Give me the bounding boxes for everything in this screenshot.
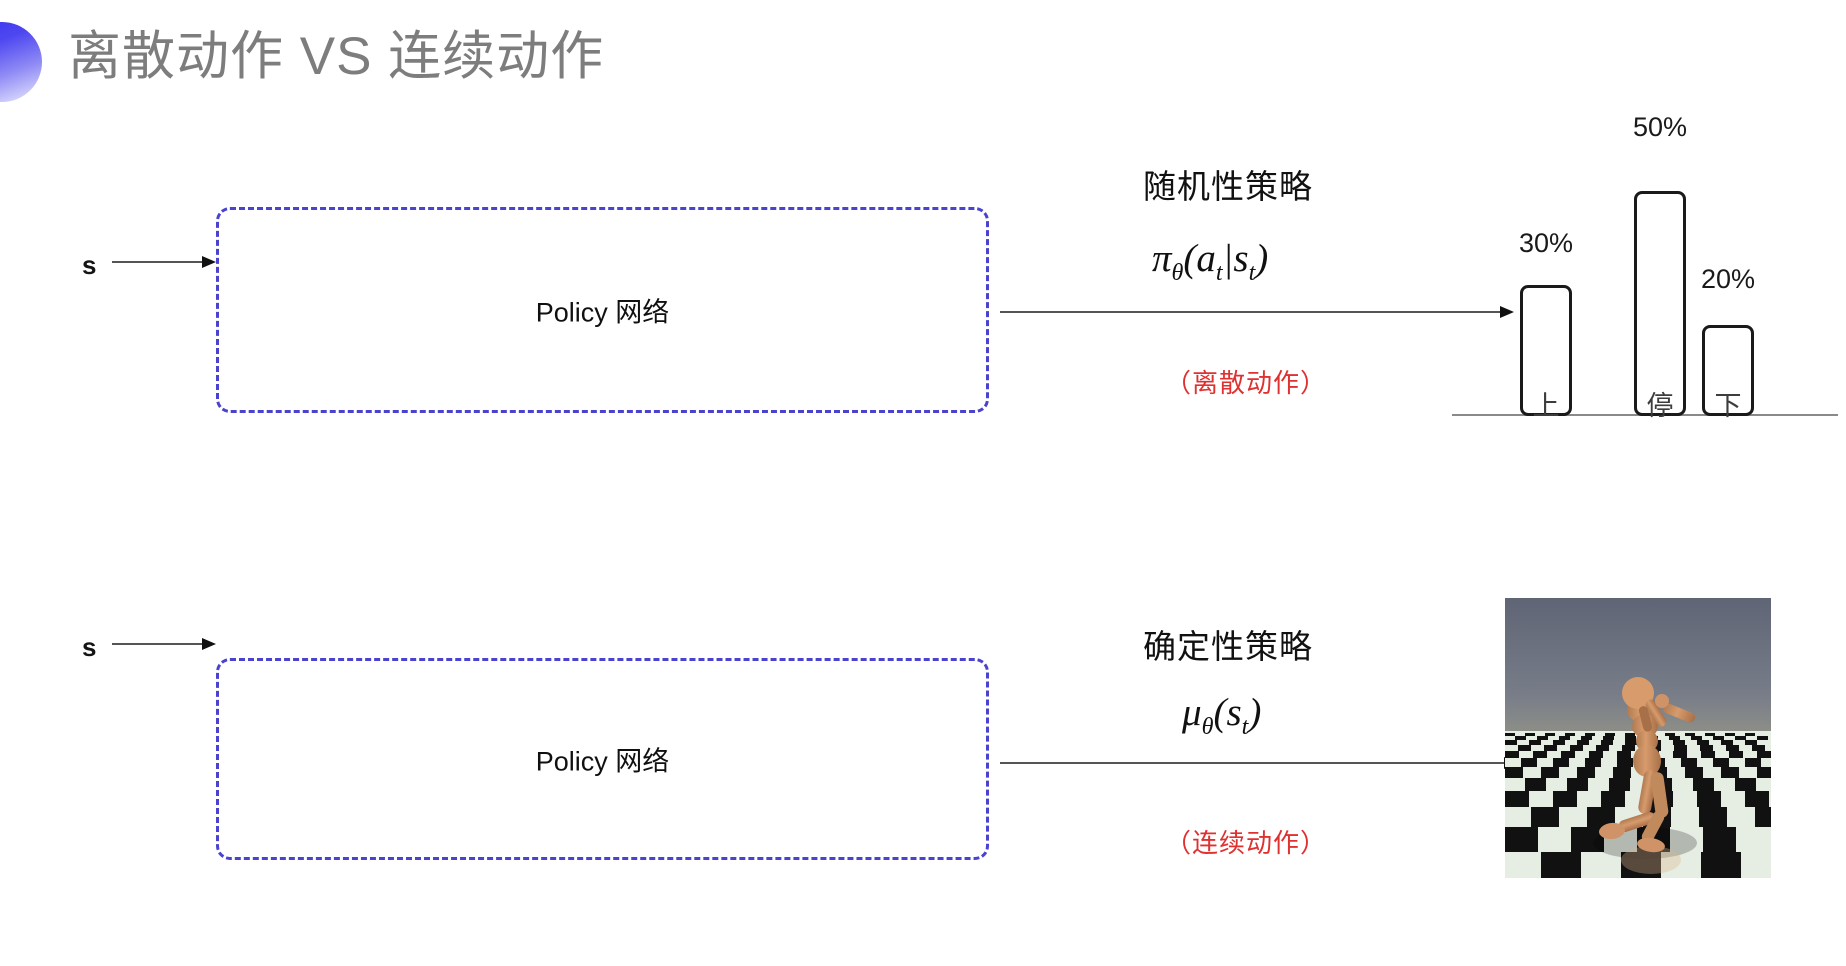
- humanoid-body: [1599, 677, 1696, 853]
- input-arrow-row1: [112, 256, 216, 268]
- formula-close-paren: ): [1248, 691, 1262, 734]
- formula-state-symbol: s: [1226, 691, 1242, 734]
- arrow-shaft: [112, 261, 204, 263]
- formula-conditional-bar: |: [1222, 237, 1234, 280]
- policy-network-box-row2[interactable]: Policy 网络: [216, 658, 989, 860]
- arrow-shaft: [1000, 311, 1502, 313]
- output-arrow-row1: [1000, 306, 1514, 318]
- formula-theta-subscript: θ: [1171, 258, 1184, 286]
- formula-state-subscript: t: [1241, 712, 1249, 740]
- arrow-head-icon: [1500, 306, 1514, 318]
- bar-0: [1520, 285, 1572, 416]
- input-arrow-row2: [112, 638, 216, 650]
- policy-formula-row1: πθ(at|st): [1152, 236, 1268, 287]
- bar-category-0: 上: [1532, 391, 1560, 421]
- formula-open-paren: (: [1213, 691, 1227, 734]
- policy-formula-row2: μθ(st): [1182, 690, 1261, 741]
- bar-category-2: 下: [1714, 391, 1742, 421]
- formula-open-paren: (: [1183, 237, 1197, 280]
- bar-value-2: 20%: [1700, 264, 1756, 294]
- page-title: 离散动作 VS 连续动作: [68, 27, 605, 86]
- state-label-row2: s: [82, 632, 97, 662]
- policy-type-title-row2: 确定性策略: [1143, 628, 1313, 665]
- formula-pi-symbol: π: [1152, 237, 1172, 280]
- formula-close-paren: ): [1255, 237, 1269, 280]
- humanoid-scene-svg: [1505, 598, 1771, 878]
- action-type-note-row2: （连续动作）: [1165, 828, 1328, 858]
- arrow-head-icon: [202, 256, 216, 268]
- bar-category-1: 停: [1646, 391, 1674, 421]
- action-type-note-row1: （离散动作）: [1165, 368, 1328, 398]
- bar-1: [1634, 191, 1686, 416]
- arrow-shaft: [1000, 762, 1506, 764]
- formula-action-subscript: t: [1215, 258, 1223, 286]
- state-label-row1: s: [82, 250, 97, 280]
- bar-value-0: 30%: [1518, 228, 1574, 258]
- formula-action-symbol: a: [1196, 237, 1216, 280]
- arrow-shaft: [112, 643, 204, 645]
- policy-type-title-row1: 随机性策略: [1143, 168, 1313, 205]
- arrow-head-icon: [202, 638, 216, 650]
- bar-2: [1702, 325, 1754, 416]
- action-probability-bar-chart: 30% 上 50% 停 20% 下: [1452, 96, 1838, 421]
- title-decoration-shape: [0, 22, 42, 102]
- humanoid-simulation-image: [1505, 598, 1771, 878]
- policy-network-box-row1[interactable]: Policy 网络: [216, 207, 989, 413]
- formula-state-symbol: s: [1233, 237, 1249, 280]
- policy-network-label-row2: Policy 网络: [535, 746, 670, 777]
- formula-mu-symbol: μ: [1182, 691, 1202, 734]
- formula-state-subscript: t: [1248, 258, 1256, 286]
- policy-network-label-row1: Policy 网络: [535, 297, 670, 328]
- bar-value-1: 50%: [1632, 112, 1688, 142]
- output-arrow-row2: [1000, 757, 1518, 769]
- formula-theta-subscript: θ: [1201, 712, 1214, 740]
